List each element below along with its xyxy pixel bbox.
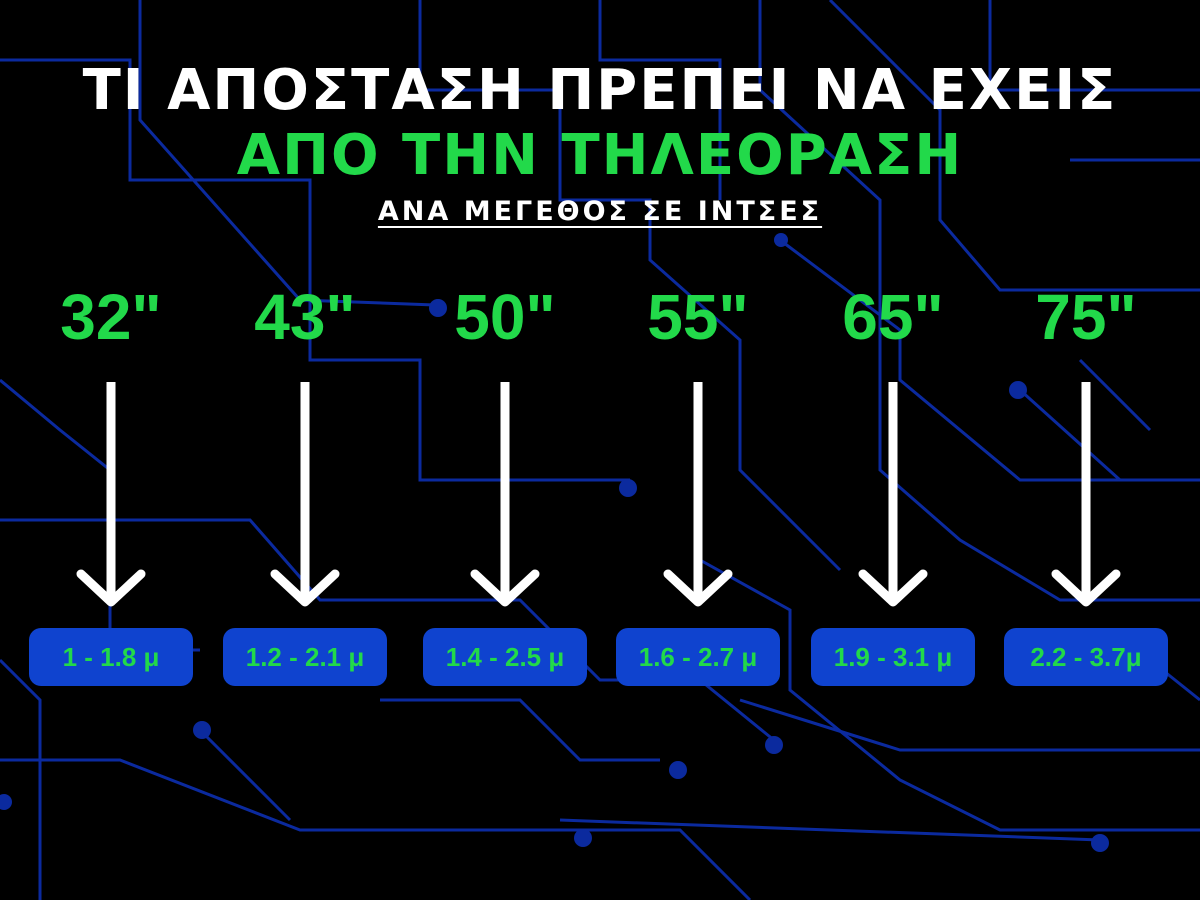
subtitle: ΑΝΑ ΜΕΓΕΘΟΣ ΣΕ ΙΝΤΣΕΣ xyxy=(377,196,823,227)
distance-badge: 1.9 - 3.1 μ xyxy=(811,628,975,686)
title-line-1: ΤΙ ΑΠΟΣΤΑΣΗ ΠΡΕΠΕΙ ΝΑ ΕΧΕΙΣ xyxy=(82,58,1118,123)
arrow-down-icon xyxy=(858,382,928,607)
arrow-down-icon xyxy=(663,382,733,607)
distance-badge: 1.6 - 2.7 μ xyxy=(616,628,780,686)
arrow-down-icon xyxy=(470,382,540,607)
size-column-65: 65" 1.9 - 3.1 μ xyxy=(793,280,993,700)
size-column-75: 75" 2.2 - 3.7μ xyxy=(986,280,1186,700)
title-line-2: ΑΠΟ ΤΗΝ ΤΗΛΕΟΡΑΣΗ xyxy=(236,123,964,188)
tv-size-label: 55" xyxy=(647,281,749,353)
size-column-32: 32" 1 - 1.8 μ xyxy=(11,280,211,700)
tv-size-label: 50" xyxy=(454,281,556,353)
size-column-55: 55" 1.6 - 2.7 μ xyxy=(598,280,798,700)
distance-badge: 1.4 - 2.5 μ xyxy=(423,628,587,686)
tv-size-label: 43" xyxy=(254,281,356,353)
tv-size-label: 75" xyxy=(1035,281,1137,353)
distance-badge: 1.2 - 2.1 μ xyxy=(223,628,387,686)
tv-size-label: 65" xyxy=(842,281,944,353)
arrow-down-icon xyxy=(270,382,340,607)
tv-size-label: 32" xyxy=(60,281,162,353)
distance-badge: 1 - 1.8 μ xyxy=(29,628,193,686)
arrow-down-icon xyxy=(76,382,146,607)
size-column-50: 50" 1.4 - 2.5 μ xyxy=(405,280,605,700)
arrow-down-icon xyxy=(1051,382,1121,607)
size-column-43: 43" 1.2 - 2.1 μ xyxy=(205,280,405,700)
distance-badge: 2.2 - 3.7μ xyxy=(1004,628,1168,686)
